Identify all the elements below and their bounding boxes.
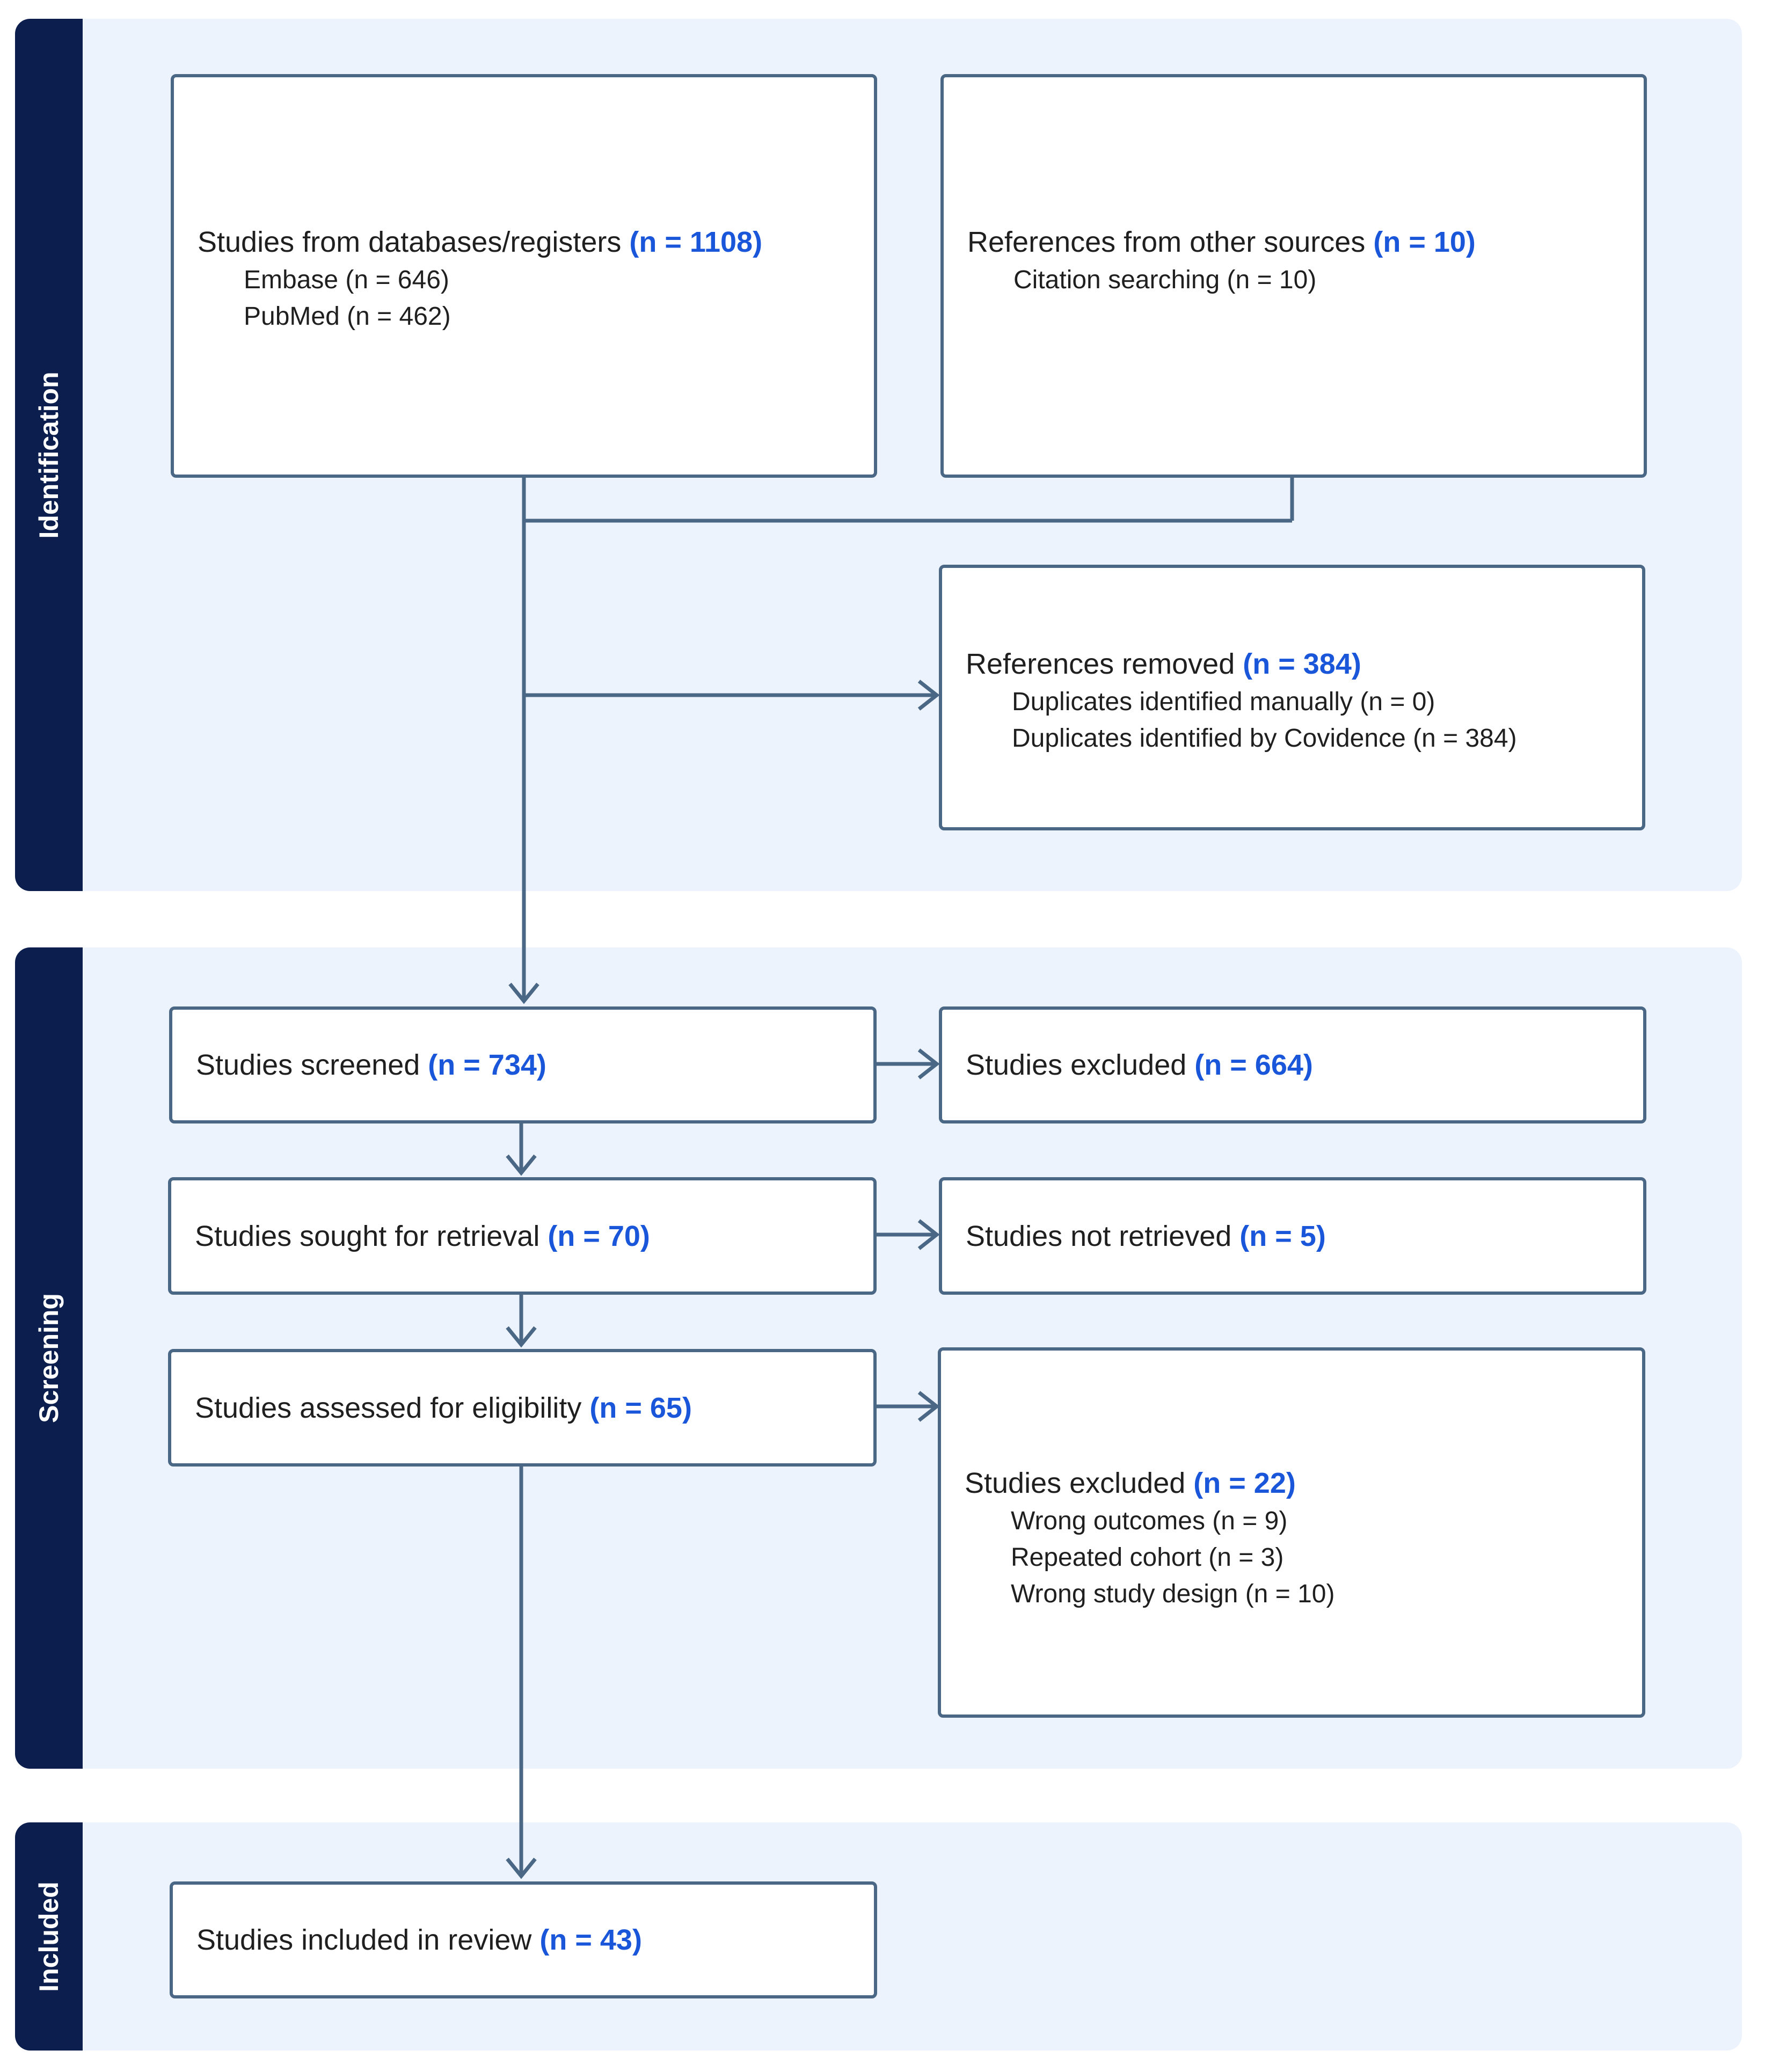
sought-to-assessed-arrowhead bbox=[506, 1326, 537, 1348]
studies-included-box: Studies included in review (n = 43) bbox=[170, 1881, 877, 1998]
studies-excluded-eligibility-count: (n = 22) bbox=[1193, 1467, 1296, 1499]
exclusion-reason-item: Wrong outcomes (n = 9) bbox=[1011, 1507, 1288, 1535]
other-sources-box: References from other sources (n = 10) C… bbox=[940, 74, 1647, 478]
studies-excluded-eligibility-box: Studies excluded (n = 22) Wrong outcomes… bbox=[938, 1347, 1645, 1718]
to-screened-arrowhead bbox=[508, 982, 539, 1004]
studies-sought-box: Studies sought for retrieval (n = 70) bbox=[168, 1177, 877, 1295]
studies-included-count: (n = 43) bbox=[539, 1924, 642, 1956]
assessed-to-excluded-arrowhead bbox=[917, 1391, 940, 1422]
exclusion-reason-item: Wrong study design (n = 10) bbox=[1011, 1580, 1335, 1608]
sought-to-not-retrieved-arrowhead bbox=[917, 1219, 940, 1250]
references-removed-item: Duplicates identified by Covidence (n = … bbox=[1012, 724, 1517, 753]
other-sources-item: Citation searching (n = 10) bbox=[1013, 266, 1317, 294]
other-sources-count: (n = 10) bbox=[1373, 226, 1476, 258]
other-sources-title: References from other sources (n = 10) bbox=[967, 226, 1476, 258]
references-removed-count: (n = 384) bbox=[1243, 648, 1361, 680]
exclusion-reason-item: Repeated cohort (n = 3) bbox=[1011, 1543, 1284, 1572]
studies-not-retrieved-title: Studies not retrieved (n = 5) bbox=[966, 1220, 1326, 1252]
studies-assessed-count: (n = 65) bbox=[589, 1391, 692, 1424]
screened-to-excluded-arrowhead bbox=[917, 1048, 940, 1079]
databases-count: (n = 1108) bbox=[629, 226, 763, 258]
databases-title: Studies from databases/registers (n = 11… bbox=[198, 226, 763, 258]
references-removed-box: References removed (n = 384) Duplicates … bbox=[939, 565, 1645, 830]
studies-not-retrieved-count: (n = 5) bbox=[1239, 1220, 1326, 1252]
databases-item: Embase (n = 646) bbox=[244, 266, 449, 294]
studies-included-title: Studies included in review (n = 43) bbox=[196, 1924, 642, 1956]
screening-tab: Screening bbox=[15, 947, 83, 1769]
databases-item: PubMed (n = 462) bbox=[244, 302, 451, 331]
references-removed-title: References removed (n = 384) bbox=[966, 648, 1361, 680]
studies-assessed-box: Studies assessed for eligibility (n = 65… bbox=[168, 1349, 877, 1467]
references-removed-item: Duplicates identified manually (n = 0) bbox=[1012, 688, 1435, 716]
studies-sought-count: (n = 70) bbox=[548, 1220, 650, 1252]
studies-excluded-screening-box: Studies excluded (n = 664) bbox=[939, 1006, 1646, 1123]
studies-screened-box: Studies screened (n = 734) bbox=[169, 1006, 877, 1123]
studies-assessed-title: Studies assessed for eligibility (n = 65… bbox=[195, 1391, 692, 1424]
studies-excluded-screening-count: (n = 664) bbox=[1194, 1049, 1313, 1081]
included-tab: Included bbox=[15, 1822, 83, 2051]
studies-not-retrieved-box: Studies not retrieved (n = 5) bbox=[939, 1177, 1646, 1295]
studies-excluded-screening-title: Studies excluded (n = 664) bbox=[966, 1049, 1313, 1081]
databases-box: Studies from databases/registers (n = 11… bbox=[171, 74, 877, 478]
studies-screened-count: (n = 734) bbox=[428, 1049, 546, 1081]
screened-to-sought-arrowhead bbox=[506, 1154, 537, 1176]
studies-excluded-eligibility-title: Studies excluded (n = 22) bbox=[965, 1467, 1296, 1499]
identification-tab: Identification bbox=[15, 19, 83, 891]
studies-screened-title: Studies screened (n = 734) bbox=[196, 1049, 546, 1081]
to-removed-arrowhead bbox=[917, 680, 940, 711]
studies-sought-title: Studies sought for retrieval (n = 70) bbox=[195, 1220, 650, 1252]
assessed-to-included-arrowhead bbox=[506, 1857, 537, 1879]
